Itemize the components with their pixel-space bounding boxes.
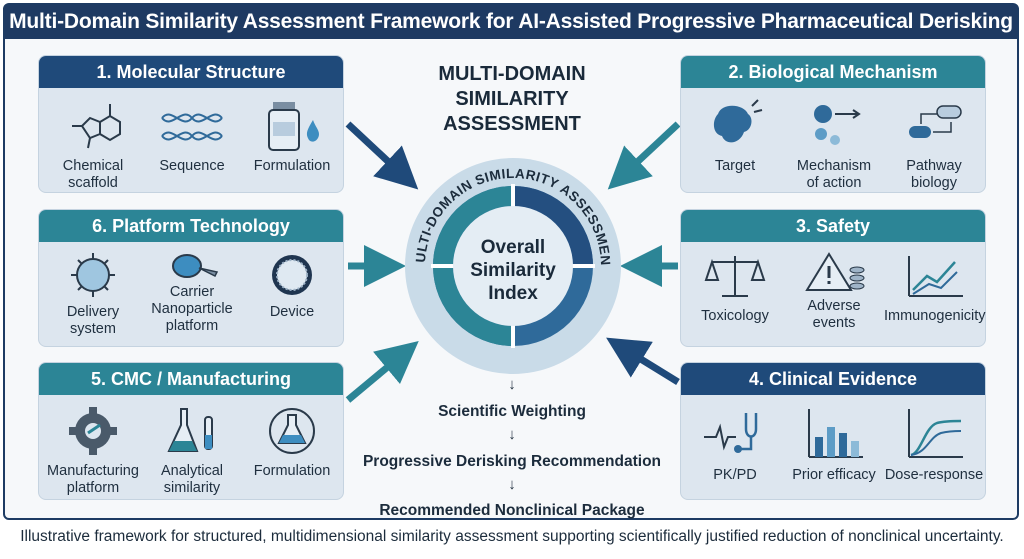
item-label-2: scaffold — [68, 175, 118, 191]
item-sequence: Sequence — [142, 96, 242, 175]
flow-step-weighting: Scientific Weighting — [438, 403, 586, 420]
item-target: Target — [685, 96, 785, 175]
panel-title: 5. CMC / Manufacturing — [39, 363, 343, 395]
center-heading-line: SIMILARITY — [455, 88, 569, 110]
item-label: Dose-response — [884, 467, 984, 483]
page-title: Multi-Domain Similarity Assessment Frame… — [5, 5, 1017, 39]
target-icon — [713, 99, 763, 143]
scaffold-icon — [72, 104, 121, 149]
scale-icon — [704, 256, 766, 297]
bar-chart-icon — [808, 409, 863, 458]
index-line: Similarity — [470, 260, 556, 281]
item-label: Pathway — [906, 158, 962, 174]
down-arrow-icon: ↓ — [508, 376, 516, 393]
item-label: Adverse — [807, 298, 861, 314]
item-prior-efficacy: Prior efficacy — [784, 403, 884, 484]
item-toxicology: Toxicology — [685, 250, 785, 325]
item-label: Immunogenicity — [884, 308, 986, 324]
item-label-2: system — [70, 321, 116, 337]
index-line: Overall — [480, 237, 546, 258]
warning-icon — [805, 252, 865, 291]
item-label-2: platform — [66, 480, 120, 496]
item-label: Chemical — [62, 158, 124, 174]
item-pkpd: PK/PD — [685, 403, 785, 484]
center-heading-line: MULTI-DOMAIN — [438, 63, 586, 85]
item-label: Carrier — [169, 284, 215, 300]
trend-chart-icon — [908, 256, 963, 297]
dna-icon — [161, 113, 223, 141]
item-label: Formulation — [253, 463, 331, 479]
item-label: Device — [269, 304, 315, 320]
carrier-icon — [172, 254, 219, 278]
panel-title: 4. Clinical Evidence — [681, 363, 985, 395]
item-dose-response: Dose-response — [884, 403, 984, 484]
item-label: Manufacturing — [47, 463, 139, 479]
item-label-2: events — [812, 315, 856, 331]
flow-step-package: Recommended Nonclinical Package — [379, 502, 645, 519]
curve-icon — [908, 409, 963, 458]
panel-clinical-evidence: 4. Clinical Evidence PK/PD Prior efficac… — [680, 362, 986, 500]
panel-title: 6. Platform Technology — [39, 210, 343, 242]
similarity-index-circle: MULTI-DOMAIN SIMILARITY ASSESSMENT — [403, 156, 621, 374]
flask-icon — [167, 408, 213, 452]
item-label-2: similarity — [163, 480, 221, 496]
mechanism-icon — [814, 105, 861, 145]
item-label-2: of action — [806, 175, 862, 191]
item-label: Toxicology — [701, 308, 769, 324]
stethoscope-icon — [704, 413, 758, 453]
item-label-2: biology — [911, 175, 957, 191]
item-label: Delivery — [66, 304, 120, 320]
down-arrow-icon: ↓ — [508, 426, 516, 443]
figure-caption: Illustrative framework for structured, m… — [20, 528, 1004, 545]
gear-icon — [69, 407, 117, 455]
center-heading-line: ASSESSMENT — [443, 113, 581, 135]
arrow-clinical — [606, 337, 680, 385]
panel-title: 1. Molecular Structure — [39, 56, 343, 88]
vial-drop-icon — [268, 102, 319, 151]
item-label: Sequence — [159, 158, 225, 174]
panel-title: 3. Safety — [681, 210, 985, 242]
beaker-cycle-icon — [269, 408, 315, 454]
nanoparticle-icon — [272, 255, 312, 295]
item-label: PK/PD — [713, 467, 757, 483]
flow-step-derisking: Progressive Derisking Recommendation — [362, 453, 662, 470]
particle-icon — [71, 253, 115, 297]
item-label: Prior efficacy — [792, 467, 876, 483]
item-label: Target — [714, 158, 756, 174]
index-line: Index — [488, 283, 538, 304]
arrow-cmc — [345, 341, 419, 403]
item-device: Device — [242, 250, 342, 321]
down-arrow-icon: ↓ — [508, 476, 516, 493]
item-immunogenicity: Immunogenicity — [884, 250, 986, 325]
item-label-2: Nanoparticle — [151, 301, 233, 317]
arrow-molecular — [345, 121, 419, 190]
item-label: Mechanism — [796, 158, 872, 174]
pathway-icon — [909, 105, 962, 138]
item-label: Analytical — [160, 463, 224, 479]
arrow-biological — [607, 121, 681, 190]
item-formulation: Formulation — [242, 96, 342, 175]
panel-title: 2. Biological Mechanism — [681, 56, 985, 88]
overall-similarity-index: Overall Similarity Index — [453, 236, 573, 305]
center-heading: MULTI-DOMAIN SIMILARITY ASSESSMENT — [412, 62, 612, 137]
item-cmc-formulation: Formulation — [242, 403, 342, 480]
item-label: Formulation — [253, 158, 331, 174]
panel-biological-mechanism: 2. Biological Mechanism Target Mechanism… — [680, 55, 986, 193]
item-label-3: platform — [165, 318, 219, 334]
